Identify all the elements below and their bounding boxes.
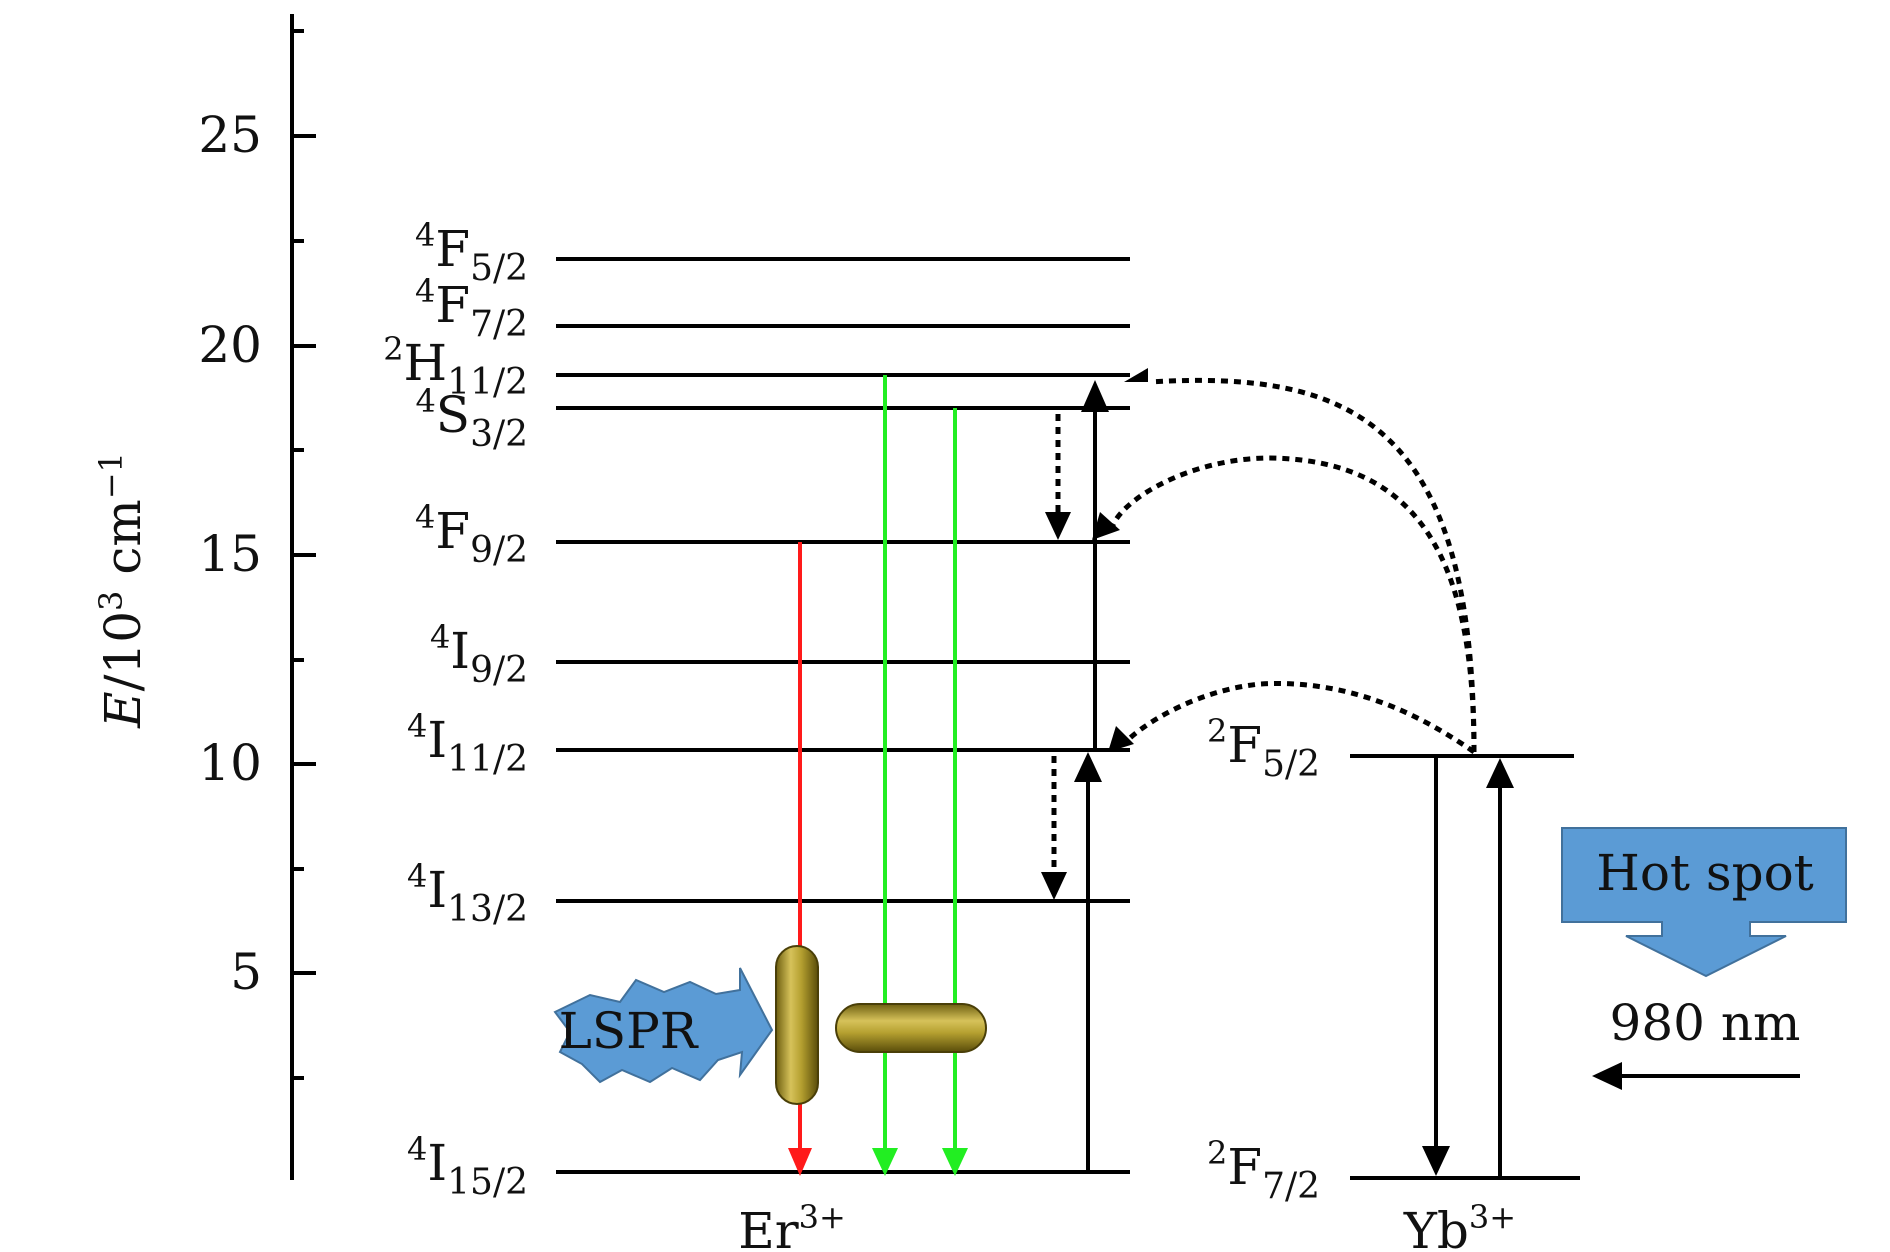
arrowhead xyxy=(1092,512,1120,540)
yb-energy-levels xyxy=(1350,754,1580,1180)
level-label: 4I11/2 xyxy=(407,707,528,780)
y-tick-label: 25 xyxy=(198,106,262,164)
level-label: 4F7/2 xyxy=(415,272,528,345)
excitation-wavelength-label: 980 nm xyxy=(1610,994,1801,1052)
hot-spot-label: Hot spot xyxy=(1596,844,1814,902)
y-axis: 25 20 15 10 5 E/103 cm−1 xyxy=(92,14,316,1180)
yb-level-labels: 2F5/2 2F7/2 xyxy=(1207,712,1320,1207)
vertical-nanorod xyxy=(775,945,819,1105)
level-label: 4F9/2 xyxy=(415,498,528,571)
level-label: 4I9/2 xyxy=(430,618,528,691)
er-absorption-arrow-upper xyxy=(1081,380,1109,750)
y-tick-label: 10 xyxy=(198,734,262,792)
green-emission-arrow-2H112 xyxy=(872,375,898,1176)
er-absorption-arrow-lower xyxy=(1074,752,1102,1172)
transfer-curve-to-4F92 xyxy=(1109,455,1477,753)
level-label: 4F5/2 xyxy=(415,216,528,289)
y-tick-label: 15 xyxy=(198,525,262,583)
green-emission-arrow-4S32 xyxy=(942,408,968,1176)
yb-absorption-arrow xyxy=(1486,758,1514,1178)
y-tick-label: 5 xyxy=(230,943,262,1001)
lspr-callout: LSPR xyxy=(553,967,774,1084)
horizontal-nanorod xyxy=(835,1003,987,1053)
nonradiative-arrow-4S32-4F92 xyxy=(1045,414,1071,540)
y-axis-title: E/103 cm−1 xyxy=(92,452,152,729)
level-label: 4I15/2 xyxy=(407,1130,528,1203)
y-tick-label: 20 xyxy=(198,316,262,374)
er-ion-label: Er3+ xyxy=(738,1198,846,1252)
energy-transfer-arrowheads xyxy=(1092,368,1148,752)
er-energy-levels xyxy=(556,257,1130,1174)
level-label: 4I13/2 xyxy=(407,857,528,930)
level-label: 2F7/2 xyxy=(1207,1134,1320,1207)
excitation-arrow xyxy=(1592,1062,1800,1090)
hot-spot-callout: Hot spot xyxy=(1561,827,1847,978)
level-label: 2H11/2 xyxy=(383,330,528,403)
energy-transfer-arrows xyxy=(1109,377,1477,755)
arrowhead xyxy=(1108,726,1134,752)
arrowhead xyxy=(1124,368,1148,396)
nonradiative-arrow-4I112-4I132 xyxy=(1041,756,1067,900)
yb-emission-arrow xyxy=(1422,756,1450,1176)
lspr-label: LSPR xyxy=(559,1002,699,1060)
level-label: 2F5/2 xyxy=(1207,712,1320,785)
gold-nanorods xyxy=(775,945,987,1105)
er-level-labels: 4F5/2 4F7/2 2H11/2 4S3/2 4F9/2 4I9/2 4I1… xyxy=(383,216,528,1203)
yb-ion-label: Yb3+ xyxy=(1403,1198,1516,1252)
level-label: 4S3/2 xyxy=(415,382,528,455)
transfer-curve-to-4I112 xyxy=(1128,681,1476,755)
